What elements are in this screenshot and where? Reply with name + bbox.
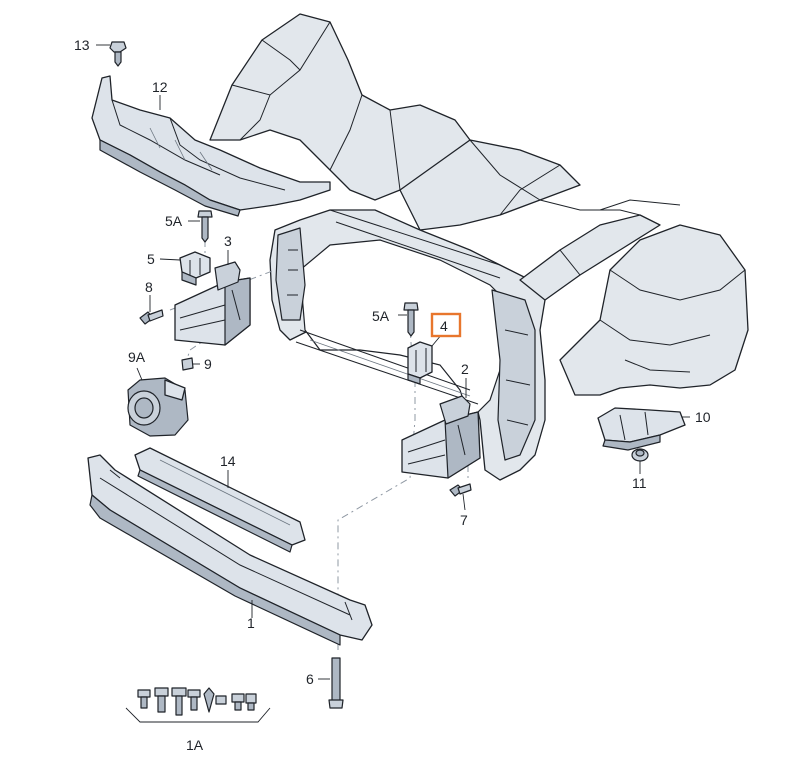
label-14: 14 <box>220 453 236 469</box>
label-1a: 1A <box>186 737 204 753</box>
callout-labels: 13 12 5A 3 5 8 9A 9 14 1 6 1A 5A 4 2 7 1… <box>74 37 711 753</box>
bolt-5a-right <box>403 302 419 337</box>
fastener-e <box>203 687 215 713</box>
crash-box-3 <box>174 261 251 346</box>
nut-11 <box>631 448 649 462</box>
fastener-kit-1a <box>125 687 271 723</box>
label-11: 11 <box>632 475 647 491</box>
crash-box-2 <box>401 395 481 479</box>
bolt-5a-left <box>197 210 213 243</box>
label-2: 2 <box>461 361 469 377</box>
fastener-h <box>245 693 257 711</box>
leader-lines <box>96 44 690 680</box>
label-13: 13 <box>74 37 90 53</box>
label-3: 3 <box>224 233 232 249</box>
upper-panel-12 <box>91 75 331 217</box>
highlight-frame <box>430 312 462 338</box>
bracket-5 <box>179 251 211 286</box>
label-4: 4 <box>440 318 448 334</box>
label-9: 9 <box>204 356 212 372</box>
label-6: 6 <box>306 671 314 687</box>
label-5: 5 <box>147 251 155 267</box>
label-1: 1 <box>247 615 255 631</box>
label-10: 10 <box>695 409 711 425</box>
bracket-4 <box>407 341 433 385</box>
bolt-6 <box>328 657 344 709</box>
absorber-14 <box>134 447 306 553</box>
clip-13 <box>109 41 127 67</box>
sensor-9a <box>127 377 189 437</box>
side-bracket-10 <box>597 407 686 451</box>
bolt-8 <box>139 309 164 325</box>
label-12: 12 <box>152 79 168 95</box>
bumper-beam-1 <box>87 454 373 646</box>
vehicle-body-structure <box>209 13 749 481</box>
fastener-a <box>137 689 151 709</box>
label-7: 7 <box>460 512 468 528</box>
bolt-7 <box>449 483 472 497</box>
fastener-d <box>187 689 201 711</box>
label-9a: 9A <box>128 349 146 365</box>
label-8: 8 <box>145 279 153 295</box>
fastener-c <box>171 687 187 716</box>
nut-9 <box>181 357 194 371</box>
label-5a-right: 5A <box>372 308 390 324</box>
fastener-b <box>154 687 169 713</box>
fastener-f <box>215 695 227 705</box>
label-5a-left: 5A <box>165 213 183 229</box>
fastener-g <box>231 693 245 711</box>
